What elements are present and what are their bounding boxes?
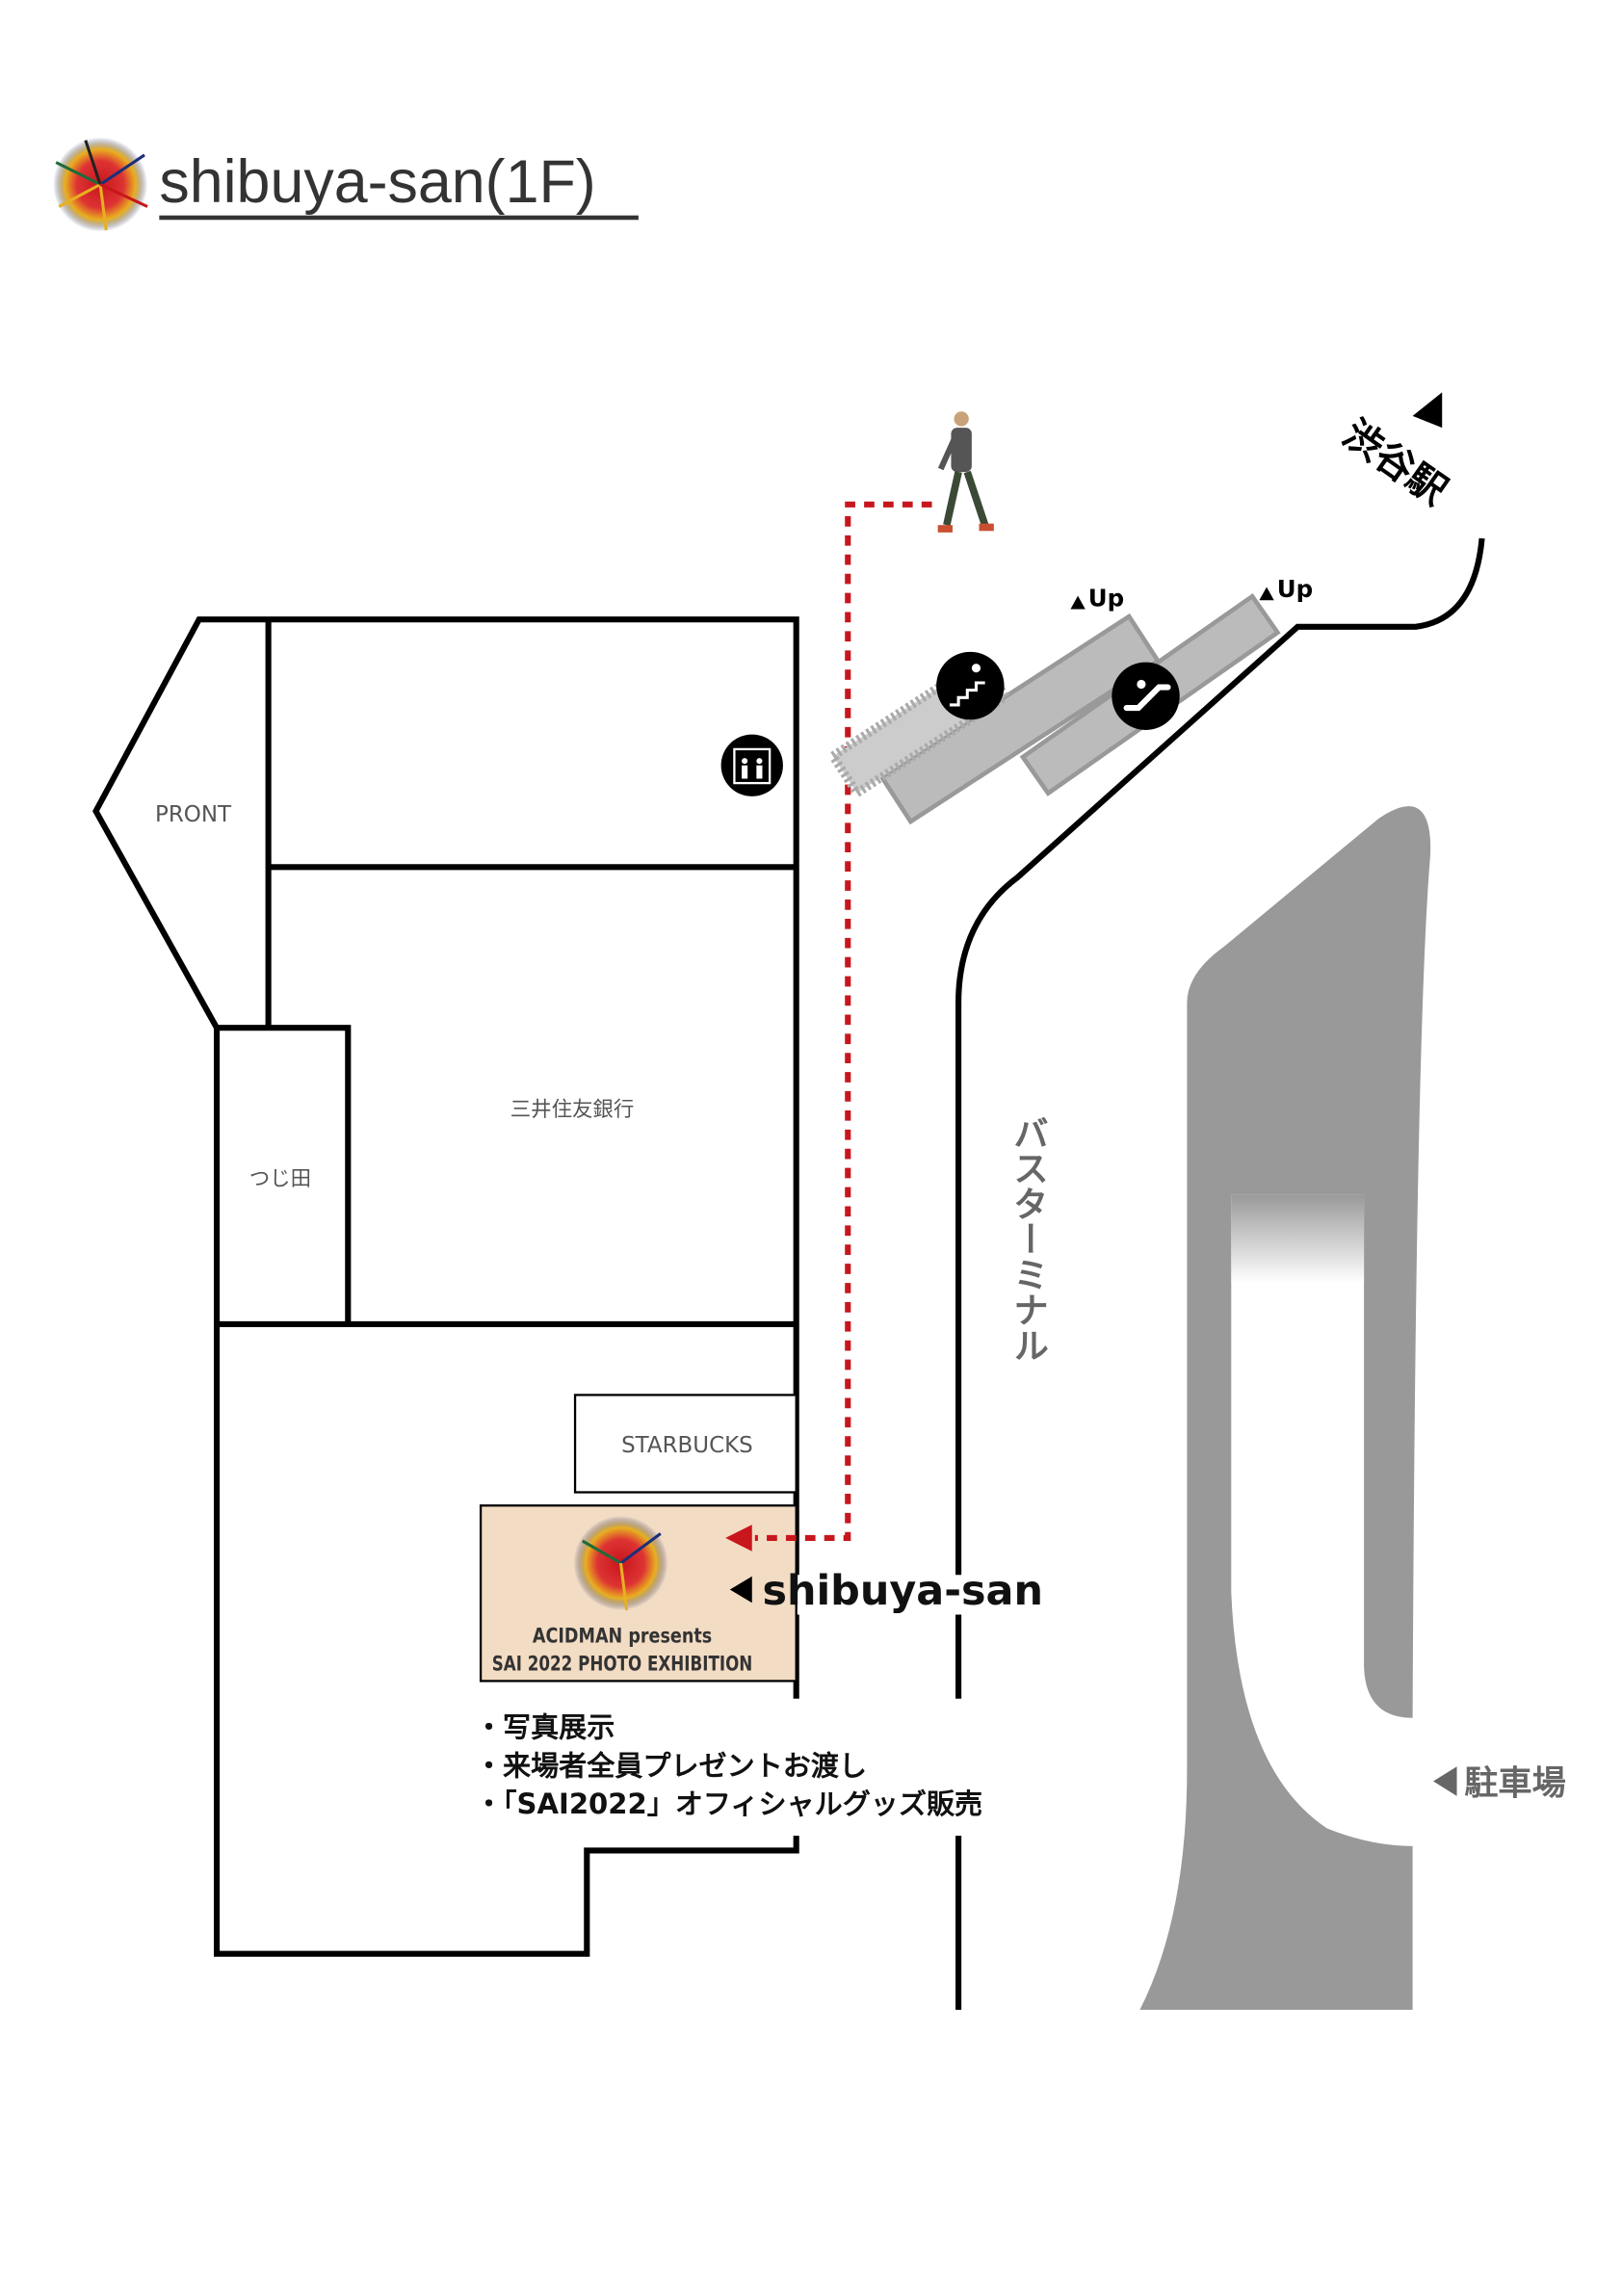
parking-ramp [1139,806,1431,2010]
up-arrow-icon [1070,595,1086,610]
up-label: Up [1088,584,1124,612]
road-edge [955,537,1485,2010]
pedestrian-icon [937,411,994,533]
elevator-icon [720,734,783,796]
feature-item: ・「SAI2022」オフィシャルグッズ販売 [475,1787,982,1820]
label-front: PRONT [155,802,232,827]
up-label: Up [1277,575,1313,603]
parking-label: 駐車場 [1464,1763,1566,1803]
logo-burst [53,137,148,232]
starbucks-box [573,1394,798,1494]
ramp-gradient [1231,1194,1365,1284]
label-starbucks: STARBUCKS [621,1433,753,1458]
venue-label: shibuya-san [762,1567,1043,1615]
feature-item: ・写真展示 [475,1711,615,1744]
escalator-icon [1112,662,1180,730]
up-arrow-icon [1259,587,1274,601]
label-bank: 三井住友銀行 [510,1098,635,1122]
station-label: 渋谷駅 [1335,411,1454,513]
exhibition-line2: SAI 2022 PHOTO EXHIBITION [492,1652,753,1677]
venue-pointer-icon [729,1576,752,1604]
walking-route [754,501,932,1541]
stairs-icon [936,651,1005,720]
feature-item: ・来場者全員プレゼントお渡し [475,1749,867,1782]
bus-terminal-label: バスターミナル [1007,1115,1049,1363]
route-arrowhead-icon [725,1525,752,1552]
page-title: shibuya-san(1F) [159,148,595,216]
exhibition-logo-burst [573,1515,668,1611]
parking-arrow-icon [1433,1766,1457,1796]
building-outline [92,616,799,1957]
station-arrow-icon [1412,392,1443,429]
title-underline [159,215,639,221]
exhibition-line1: ACIDMAN presents [533,1624,712,1648]
label-tsujita: つじ田 [249,1167,311,1191]
